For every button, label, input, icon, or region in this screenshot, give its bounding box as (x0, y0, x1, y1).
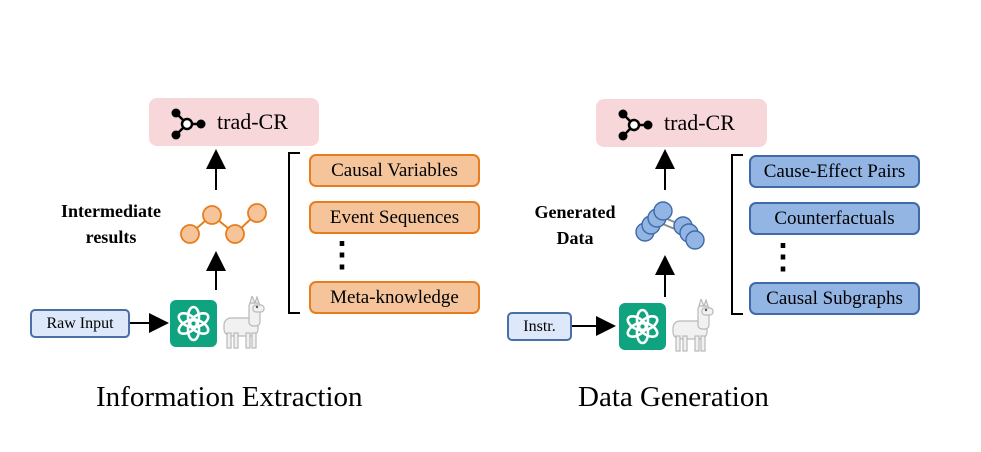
instr-input-box: Instr. (507, 312, 572, 341)
database-stack-icon (635, 201, 705, 250)
llm-openai-icon-left (170, 300, 217, 347)
trad-cr-box-right: trad-CR (596, 99, 767, 147)
graph-node-icon (618, 109, 653, 141)
llm-openai-icon-right (619, 303, 666, 350)
raw-input-label: Raw Input (46, 314, 114, 332)
intermediate-results-label: Intermediate results (42, 198, 180, 250)
openai-logo-icon (177, 305, 210, 342)
intermediate-results-line: Intermediate results (61, 201, 161, 247)
bracket-right (731, 154, 743, 315)
right-item-counterfactuals: Counterfactuals (749, 202, 920, 235)
openai-logo-icon (626, 308, 659, 345)
left-ellipsis: ⋮ (325, 237, 359, 274)
left-item-label: Meta-knowledge (330, 286, 459, 308)
right-item-label: Counterfactuals (774, 207, 895, 229)
left-item-meta-knowledge: Meta-knowledge (309, 281, 480, 314)
right-ellipsis: ⋮ (766, 239, 800, 276)
bracket-left (288, 152, 300, 314)
generated-data-line: Generated Data (534, 202, 616, 248)
right-item-causal-subgraphs: Causal Subgraphs (749, 282, 920, 315)
caption-left: Information Extraction (96, 381, 363, 413)
right-item-label: Causal Subgraphs (766, 287, 903, 309)
left-item-causal-variables: Causal Variables (309, 154, 480, 187)
intermediate-nodes-icon (180, 203, 267, 244)
left-item-event-sequences: Event Sequences (309, 201, 480, 234)
left-item-label: Event Sequences (329, 206, 460, 228)
graph-node-icon (171, 108, 206, 140)
trad-cr-box-left: trad-CR (149, 98, 319, 146)
llama-icon-left (223, 296, 265, 349)
left-item-label: Causal Variables (331, 159, 458, 181)
right-item-cause-effect-pairs: Cause-Effect Pairs (749, 155, 920, 188)
trad-cr-label-right: trad-CR (664, 110, 735, 135)
right-item-label: Cause-Effect Pairs (763, 160, 906, 182)
caption-right: Data Generation (578, 381, 769, 413)
instr-input-label: Instr. (523, 317, 556, 335)
generated-data-label: Generated Data (520, 199, 630, 251)
raw-input-box: Raw Input (30, 309, 130, 338)
trad-cr-label-left: trad-CR (217, 109, 288, 134)
llama-icon-right (672, 299, 714, 352)
